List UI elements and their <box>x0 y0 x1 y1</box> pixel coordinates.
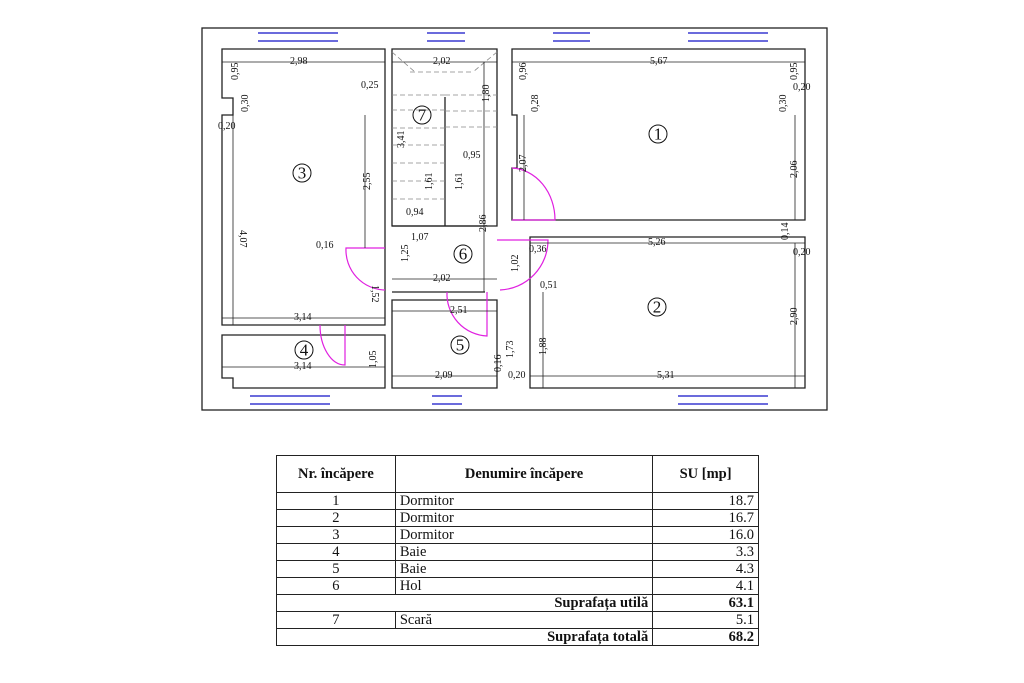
total-value: 68.2 <box>652 628 759 646</box>
dim-label: 0,30 <box>778 95 789 113</box>
dim-label: 0,30 <box>240 95 251 113</box>
dim-label: 2,90 <box>789 308 800 326</box>
dim-label: 2,86 <box>478 215 489 233</box>
room-numbers <box>292 105 668 360</box>
windows <box>250 32 768 405</box>
dim-label: 0,25 <box>361 80 379 91</box>
header-su: SU [mp] <box>652 455 759 493</box>
stair-steps <box>391 51 498 200</box>
dim-label: 4,07 <box>237 230 248 248</box>
cell-name: Dormitor <box>394 526 654 544</box>
dim-label: 2,55 <box>362 173 373 191</box>
header-nr: Nr. încăpere <box>276 455 396 493</box>
subtotal-label: Suprafața utilă <box>275 594 654 612</box>
doors <box>319 167 556 366</box>
room-number-1: 1 <box>654 125 663 144</box>
dim-label: 1,88 <box>538 338 549 356</box>
room-number-3: 3 <box>298 164 307 183</box>
dim-label: 3,41 <box>396 131 407 149</box>
room-number-2: 2 <box>653 298 662 317</box>
dim-label: 0,28 <box>530 95 541 113</box>
dim-label: 1,07 <box>411 232 429 243</box>
dim-label: 0,16 <box>493 355 504 373</box>
dim-label: 5,26 <box>648 237 666 248</box>
table-header: Nr. încăpere Denumire încăpere SU [mp] <box>276 455 759 493</box>
room-number-4: 4 <box>300 341 309 360</box>
dimension-lines <box>222 61 805 388</box>
walls <box>201 27 828 411</box>
dim-label: 2,06 <box>789 161 800 179</box>
cell-name: Baie <box>394 543 654 561</box>
room-area-table: Nr. încăpere Denumire încăpere SU [mp] 1… <box>275 455 759 646</box>
floor-plan: 1 2 3 4 5 6 7 2,98 0,95 0,30 0,20 0,25 2… <box>201 27 828 411</box>
dim-label: 0,20 <box>793 247 811 258</box>
cell-nr: 7 <box>276 611 396 629</box>
header-name: Denumire încăpere <box>394 455 654 493</box>
dim-label: 0,14 <box>780 223 791 241</box>
cell-su: 16.7 <box>652 509 759 527</box>
cell-nr: 3 <box>276 526 396 544</box>
dim-label: 0,16 <box>316 240 334 251</box>
dim-label: 2,07 <box>518 155 529 173</box>
dim-label: 2,09 <box>435 370 453 381</box>
total-label: Suprafața totală <box>275 628 654 646</box>
dim-label: 2,98 <box>290 56 308 67</box>
dim-label: 0,95 <box>230 63 241 81</box>
cell-nr: 2 <box>276 509 396 527</box>
dimension-labels: 2,98 0,95 0,30 0,20 0,25 2,55 4,07 0,16 … <box>218 56 811 381</box>
room-number-5: 5 <box>456 336 465 355</box>
cell-nr: 5 <box>276 560 396 578</box>
dim-label: 0,20 <box>793 82 811 93</box>
cell-name: Baie <box>394 560 654 578</box>
cell-name: Dormitor <box>394 492 654 510</box>
cell-name: Hol <box>394 577 654 595</box>
dim-label: 1,61 <box>424 173 435 191</box>
dim-label: 0,95 <box>463 150 481 161</box>
cell-nr: 1 <box>276 492 396 510</box>
room-number-7: 7 <box>418 106 427 125</box>
cell-su: 5.1 <box>652 611 759 629</box>
dim-label: 3,14 <box>294 361 312 372</box>
dim-label: 5,67 <box>650 56 668 67</box>
dim-label: 0,96 <box>518 63 529 81</box>
cell-su: 3.3 <box>652 543 759 561</box>
dim-label: 3,14 <box>294 312 312 323</box>
dim-label: 0,94 <box>406 207 424 218</box>
cell-nr: 6 <box>276 577 396 595</box>
cell-name: Dormitor <box>394 509 654 527</box>
dim-label: 2,02 <box>433 273 451 284</box>
dim-label: 0,20 <box>218 121 236 132</box>
dim-label: 0,20 <box>508 370 526 381</box>
cell-su: 4.3 <box>652 560 759 578</box>
dim-label: 1,80 <box>481 85 492 103</box>
subtotal-value: 63.1 <box>652 594 759 612</box>
cell-nr: 4 <box>276 543 396 561</box>
dim-label: 0,36 <box>529 244 547 255</box>
dim-label: 0,95 <box>789 63 800 81</box>
dim-label: 1,73 <box>505 341 516 359</box>
dim-label: 1,61 <box>454 173 465 191</box>
cell-su: 18.7 <box>652 492 759 510</box>
dim-label: 1,52 <box>369 285 380 303</box>
cell-su: 16.0 <box>652 526 759 544</box>
room-number-6: 6 <box>459 245 468 264</box>
dim-label: 2,51 <box>450 305 468 316</box>
dim-label: 1,25 <box>400 245 411 263</box>
cell-name: Scară <box>394 611 654 629</box>
dim-label: 2,02 <box>433 56 451 67</box>
dim-label: 1,05 <box>368 351 379 369</box>
dim-label: 5,31 <box>657 370 675 381</box>
dim-label: 0,51 <box>540 280 558 291</box>
cell-su: 4.1 <box>652 577 759 595</box>
dim-label: 1,02 <box>510 255 521 273</box>
